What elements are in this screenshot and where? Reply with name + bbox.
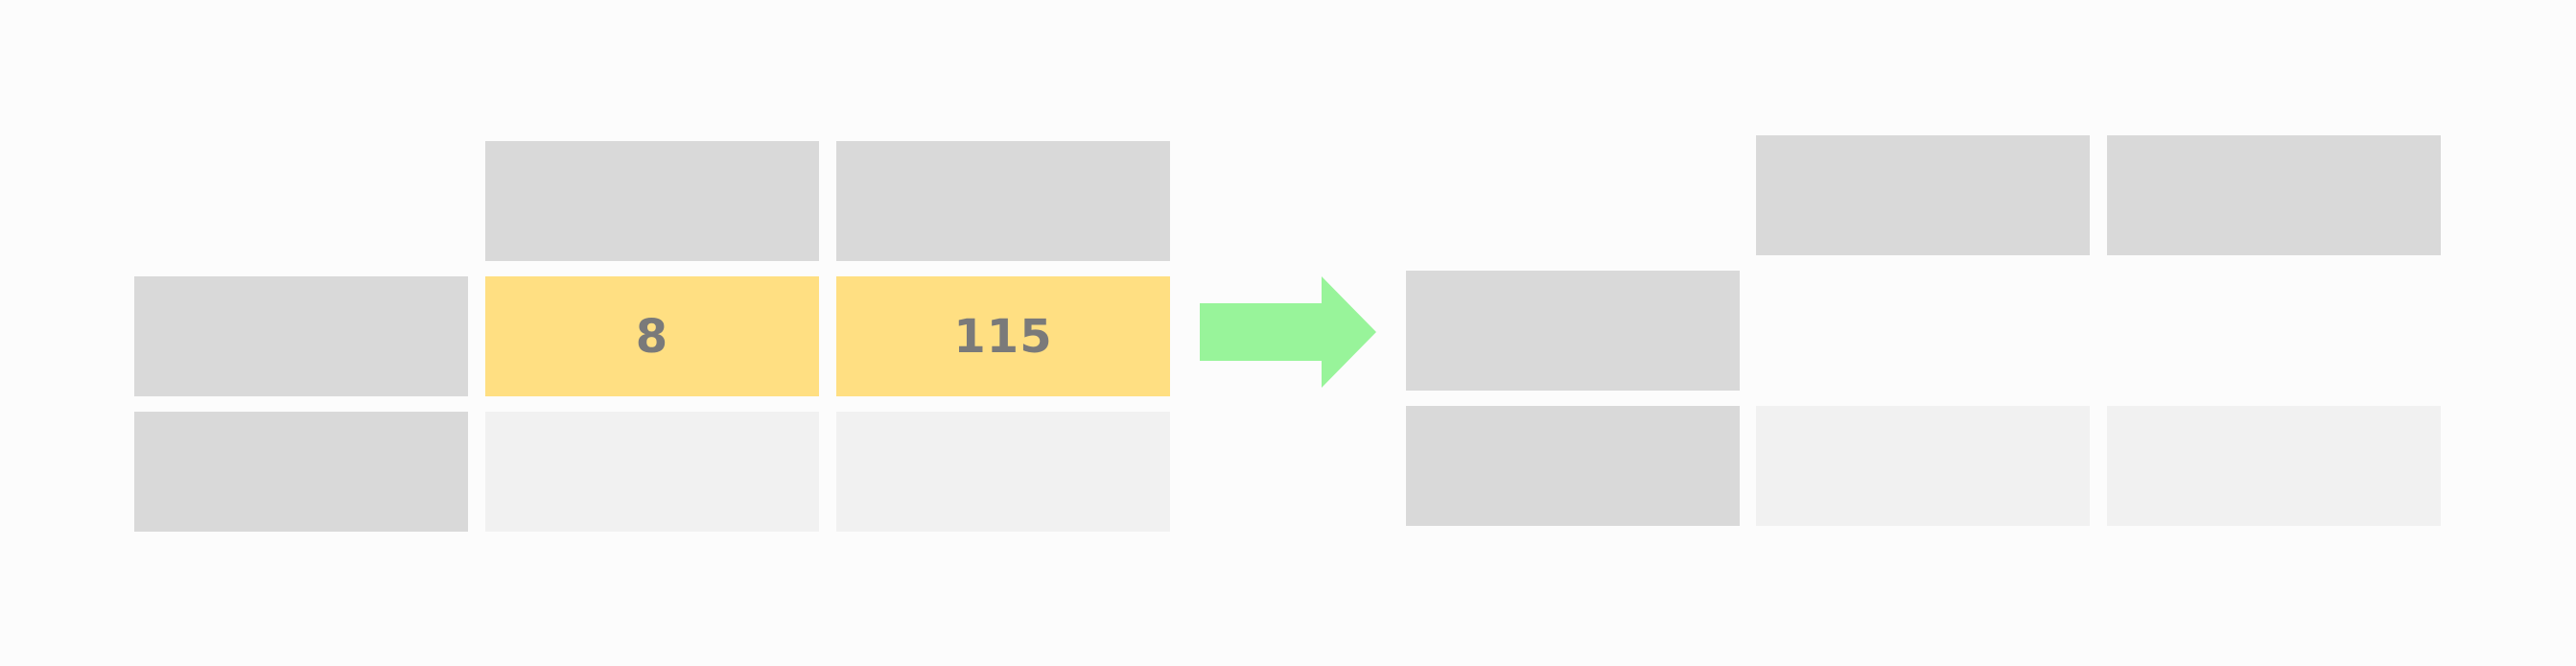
row-header-cell [1406,271,1740,391]
row-header-cell [134,276,468,396]
column-header-cell [1756,135,2090,255]
column-header-cell [2107,135,2441,255]
row-header-cell [1406,406,1740,526]
empty-value-cell [485,412,819,532]
highlighted-value-cell: 8 [485,276,819,396]
arrow-shape [1200,276,1376,388]
cell-value: 8 [635,309,669,364]
column-header-cell [485,141,819,261]
cell-value: 115 [953,309,1053,364]
row-header-cell [134,412,468,532]
highlighted-value-cell: 115 [836,276,1170,396]
empty-value-cell [836,412,1170,532]
empty-value-cell [2107,406,2441,526]
right-arrow-icon [1200,276,1376,388]
empty-value-cell [1756,406,2090,526]
column-header-cell [836,141,1170,261]
